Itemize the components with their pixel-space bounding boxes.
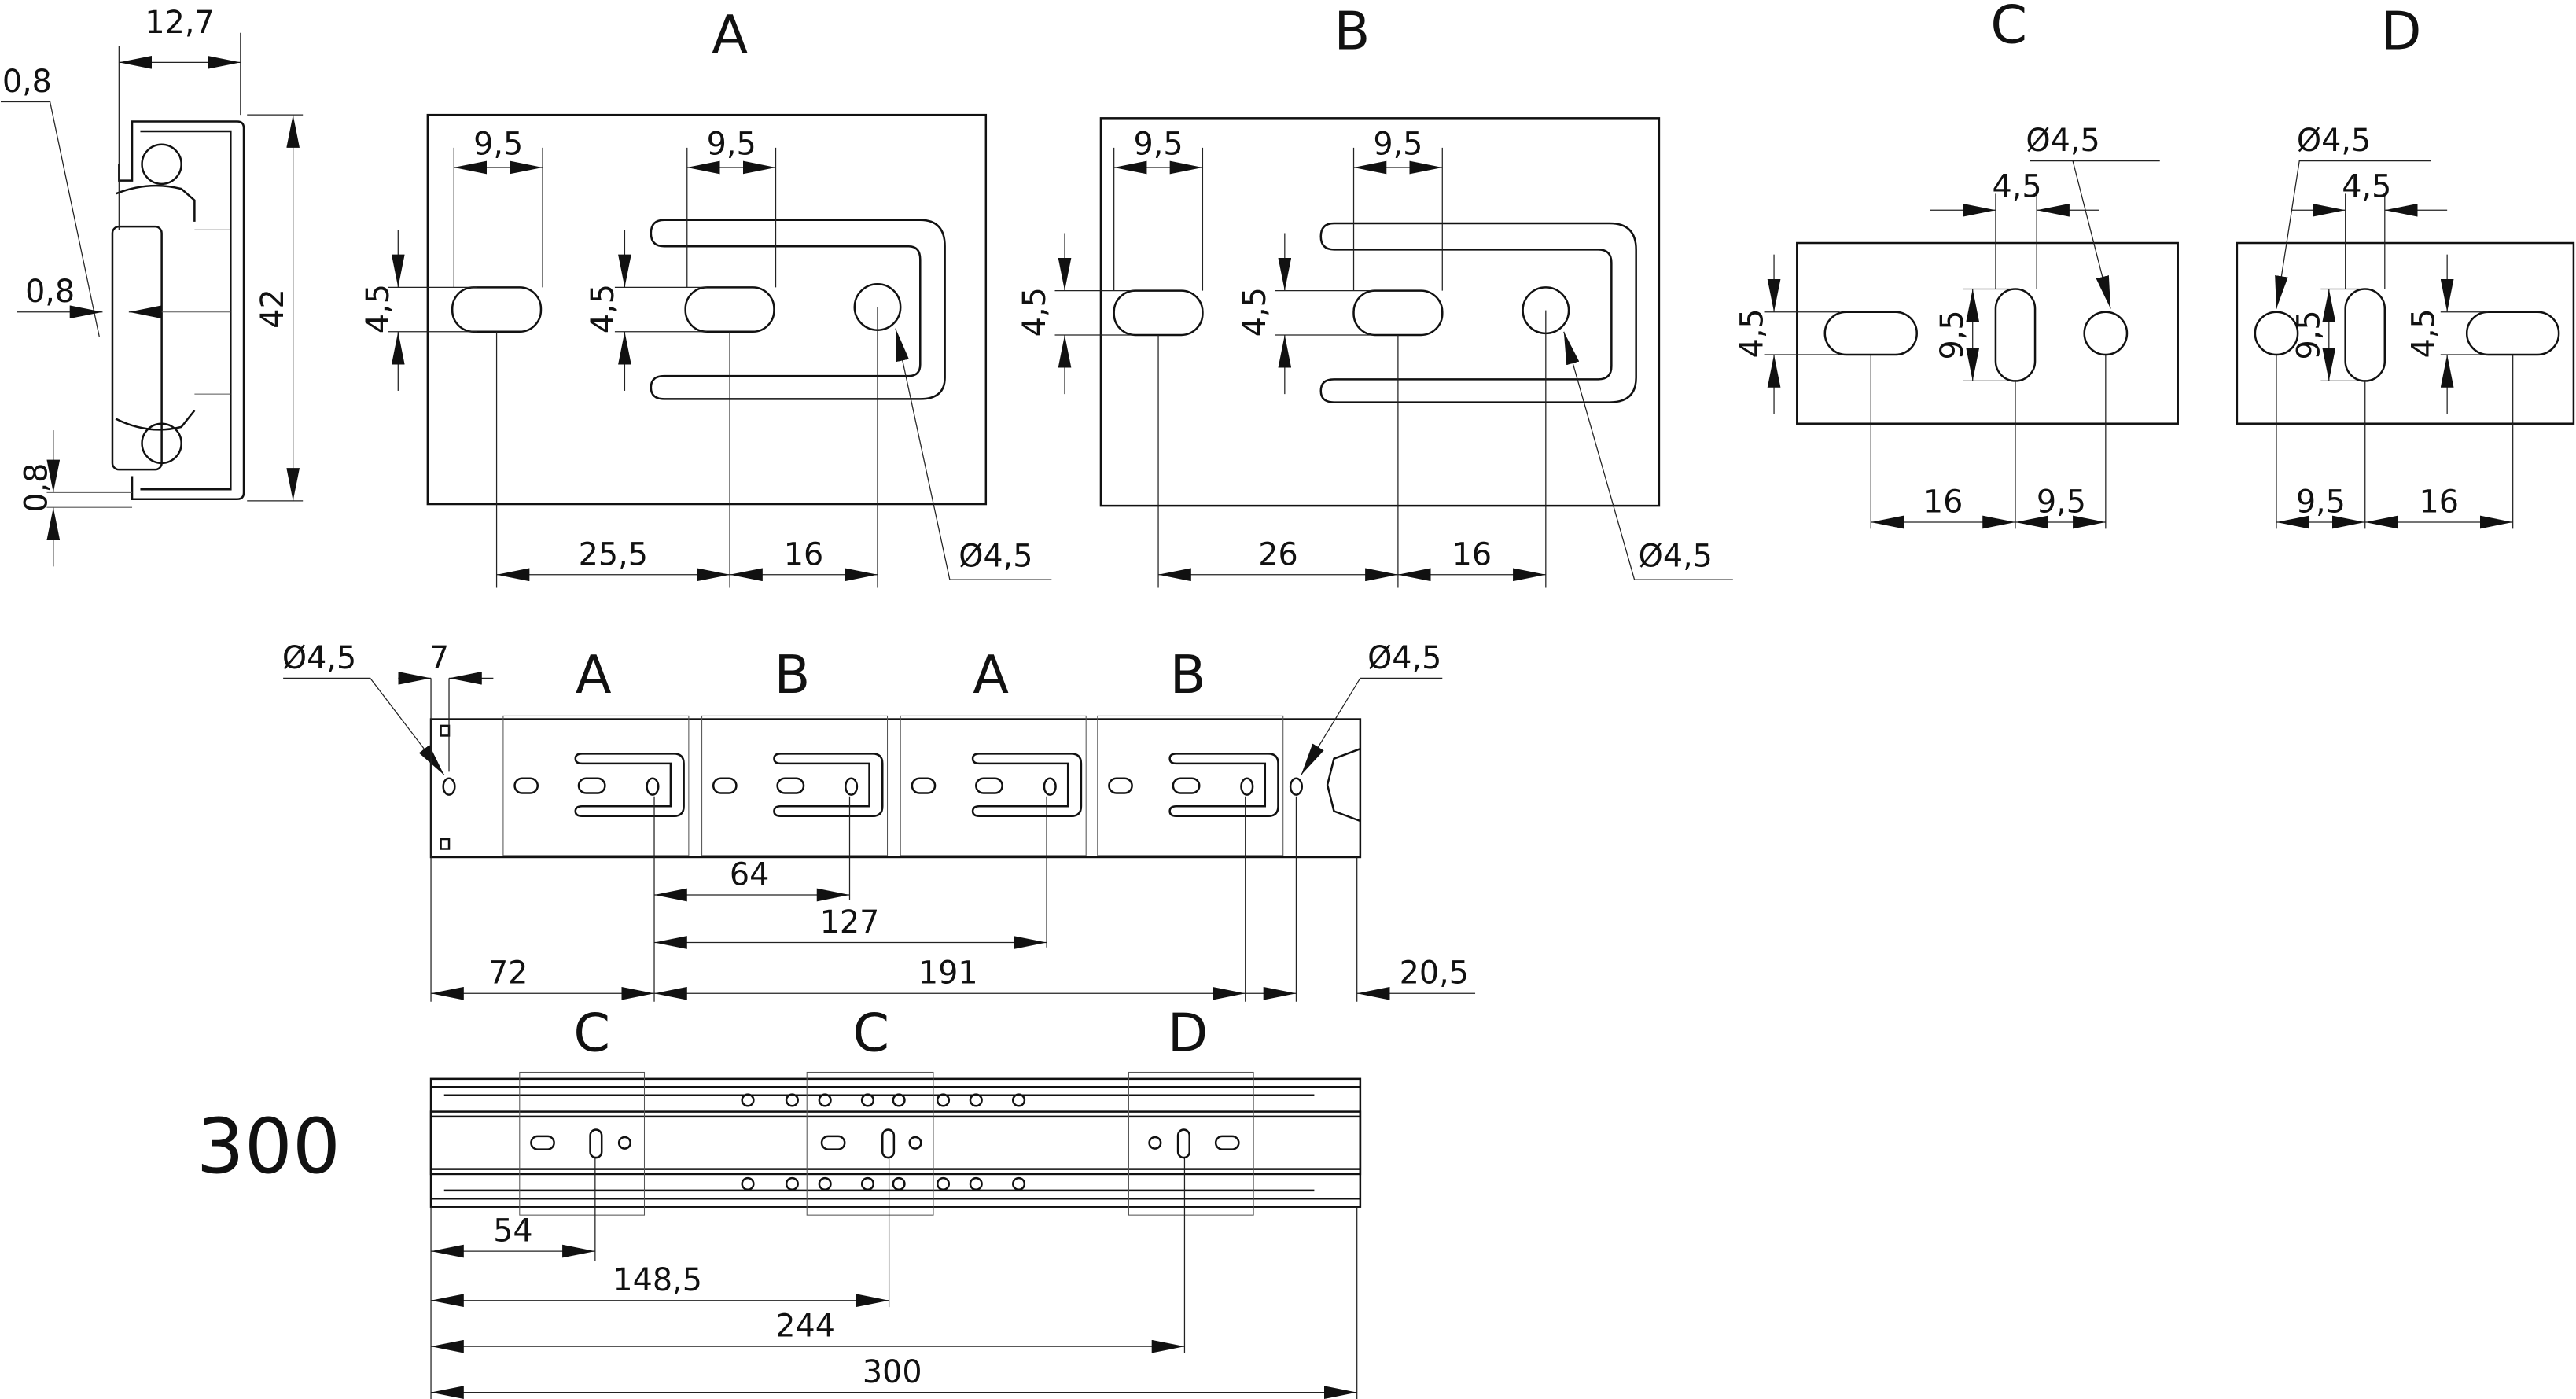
detail-a-slot2-width: 9,5: [707, 126, 756, 162]
detail-b-slot2-height: 4,5: [1237, 287, 1273, 337]
detail-c-slot-height: 9,5: [1934, 310, 1971, 359]
bottom-label-d: D: [1168, 1002, 1208, 1063]
detail-a-title: A: [712, 4, 748, 65]
ball-bearing: [741, 1176, 755, 1191]
detail-d-spacing1: 9,5: [2296, 484, 2346, 520]
detail-c-hole-label: Ø4,5: [2026, 123, 2099, 159]
ball-bearing: [936, 1093, 951, 1107]
ball-bearing: [818, 1093, 832, 1107]
detail-a-spacing2: 16: [784, 536, 823, 572]
detail-a: A 9,5 9,5 4,5 4,5 25,5 16 Ø4,5: [360, 4, 1052, 588]
ball-bearing: [785, 1093, 799, 1107]
detail-b-hole-label: Ø4,5: [1639, 538, 1713, 574]
detail-d-spacing2: 16: [2419, 484, 2458, 520]
detail-d: D Ø4,5 4,5 9,5 4,5 9,5 16: [2236, 1, 2575, 529]
side-hole-right-label: Ø4,5: [1367, 640, 1441, 676]
side-dim-191: 191: [918, 955, 978, 992]
mounting-pattern-a: [502, 715, 690, 856]
ball-bearing: [969, 1093, 983, 1107]
bottom-dim-244: 244: [775, 1309, 835, 1345]
mounting-pattern-b: [1097, 715, 1284, 856]
detail-c-slot-height-2: 4,5: [1734, 308, 1770, 358]
side-label-a1: A: [576, 644, 612, 705]
detail-c-spacing1: 16: [1923, 484, 1963, 520]
ball-bearing: [785, 1176, 799, 1191]
bottom-label-c2: C: [852, 1002, 889, 1063]
detail-a-spacing1: 25,5: [579, 536, 648, 572]
detail-b-title: B: [1334, 1, 1371, 62]
ball-bearing: [936, 1176, 951, 1191]
side-label-a2: A: [973, 644, 1009, 705]
detail-b-slot2-width: 9,5: [1373, 126, 1422, 162]
side-hole-left-label: Ø4,5: [282, 640, 356, 676]
section-width-label: 12,7: [145, 5, 214, 41]
detail-c-title: C: [1990, 0, 2027, 55]
ball-bearing: [860, 1176, 875, 1191]
detail-c-spacing2: 9,5: [2037, 484, 2086, 520]
detail-a-slot2-height: 4,5: [585, 284, 621, 333]
length-label: 300: [197, 1103, 340, 1191]
side-view: A B A B Ø4,5 7 Ø4,5 64 127 72 191 20,5: [282, 640, 1476, 1002]
detail-d-slot-height: 9,5: [2291, 310, 2327, 359]
detail-d-title: D: [2381, 1, 2421, 62]
section-height-label: 42: [255, 289, 291, 328]
side-dim-127: 127: [820, 904, 880, 941]
wall-mid-label: 0,8: [25, 274, 75, 310]
detail-b-slot1-height: 4,5: [1017, 287, 1053, 337]
ball-bearing: [818, 1176, 832, 1191]
ball-bearing: [1012, 1093, 1026, 1107]
detail-a-slot1-width: 9,5: [473, 126, 523, 162]
ball-bearing: [892, 1176, 906, 1191]
bottom-dim-54: 54: [493, 1213, 532, 1250]
bottom-dim-300: 300: [863, 1354, 922, 1390]
mounting-pattern-a: [900, 715, 1087, 856]
detail-a-slot1-height: 4,5: [360, 284, 396, 333]
detail-c-slot-width: 4,5: [1993, 169, 2042, 205]
cross-section: 12,7 42 0,8 0,8 0,8: [0, 5, 304, 567]
mounting-pattern-b: [701, 715, 889, 856]
ball-bearing: [1012, 1176, 1026, 1191]
detail-b-spacing1: 26: [1258, 536, 1297, 572]
wall-bottom-label: 0,8: [18, 463, 54, 513]
bottom-label-c1: C: [573, 1002, 610, 1063]
side-dim-72: 72: [488, 955, 528, 992]
detail-b-spacing2: 16: [1452, 536, 1492, 572]
ball-bearing: [892, 1093, 906, 1107]
detail-a-hole-label: Ø4,5: [959, 538, 1032, 574]
detail-d-hole-label: Ø4,5: [2297, 123, 2371, 159]
detail-d-slot-width: 4,5: [2342, 169, 2391, 205]
bottom-dim-148-5: 148,5: [613, 1262, 702, 1298]
ball-bearing: [860, 1093, 875, 1107]
detail-b: B 9,5 9,5 4,5 4,5 26 16 Ø4,5: [1017, 1, 1733, 588]
side-label-b1: B: [775, 644, 811, 705]
side-label-b2: B: [1170, 644, 1206, 705]
side-dim-20-5: 20,5: [1400, 955, 1469, 992]
wall-top-label: 0,8: [2, 64, 52, 100]
side-offset-label: 7: [429, 640, 449, 676]
side-dim-64: 64: [730, 856, 769, 893]
bottom-view: 300 C C D 54 148,5 244 300: [197, 1002, 1362, 1399]
detail-b-slot1-width: 9,5: [1134, 126, 1183, 162]
ball-bearing: [969, 1176, 983, 1191]
detail-c: C 4,5 Ø4,5 9,5 4,5 16 9,5: [1734, 0, 2179, 529]
detail-d-slot-height-2: 4,5: [2405, 308, 2442, 358]
ball-bearing: [741, 1093, 755, 1107]
